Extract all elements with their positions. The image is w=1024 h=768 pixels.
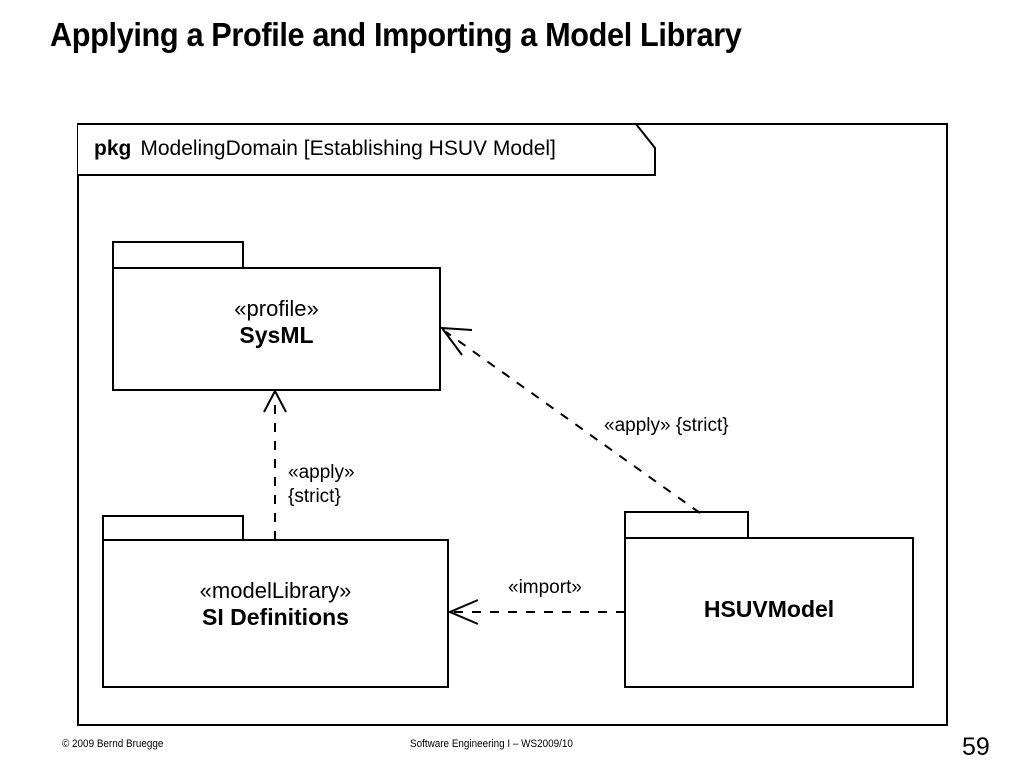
package-sysml-body bbox=[112, 267, 441, 391]
package-hsuv-model[interactable] bbox=[624, 511, 914, 688]
dependency-import-arrowhead bbox=[447, 599, 479, 625]
page-title: Applying a Profile and Importing a Model… bbox=[50, 16, 742, 53]
package-sysml[interactable] bbox=[112, 241, 441, 391]
package-hsuv-model-name: HSUVModel bbox=[703, 596, 835, 622]
dependency-apply-si-label: «apply» {strict} bbox=[288, 461, 355, 509]
package-sysml-stereotype: «profile» bbox=[234, 296, 319, 321]
package-si-definitions-label: «modelLibrary» SI Definitions bbox=[103, 578, 448, 632]
dependency-import-label: «import» bbox=[508, 577, 582, 598]
package-si-definitions-body bbox=[102, 539, 449, 688]
frame-header-label: pkg ModelingDomain [Establishing HSUV Mod… bbox=[94, 137, 556, 161]
slide-number: 59 bbox=[962, 733, 990, 761]
frame-keyword: pkg bbox=[94, 137, 132, 160]
package-sysml-name: SysML bbox=[239, 322, 314, 349]
dependency-apply-hsuv-arrowhead bbox=[439, 326, 473, 356]
dependency-apply-si-to-sysml[interactable] bbox=[263, 388, 287, 540]
dependency-apply-hsuv-label: «apply» {strict} bbox=[604, 415, 729, 436]
package-si-definitions-tab bbox=[102, 515, 244, 542]
package-si-definitions-name: SI Definitions bbox=[202, 604, 349, 631]
package-sysml-tab bbox=[112, 241, 244, 270]
package-hsuv-model-tab bbox=[624, 511, 749, 540]
dependency-apply-si-stereotype: «apply» bbox=[288, 462, 355, 483]
dependency-apply-si-arrowhead bbox=[263, 388, 287, 413]
package-sysml-label: «profile» SysML bbox=[113, 296, 440, 350]
package-hsuv-model-body bbox=[624, 537, 914, 688]
footer-copyright: © 2009 Bernd Bruegge bbox=[62, 738, 164, 750]
package-si-definitions[interactable] bbox=[102, 515, 449, 688]
dependency-apply-si-constraint: {strict} bbox=[288, 485, 341, 507]
dependency-import-hsuv-to-si[interactable] bbox=[447, 599, 625, 625]
dependency-apply-hsuv-to-sysml[interactable] bbox=[439, 326, 701, 514]
package-hsuv-model-label: HSUVModel bbox=[625, 596, 913, 624]
frame-name-label: ModelingDomain [Establishing HSUV Model] bbox=[140, 137, 556, 160]
footer-course: Software Engineering I – WS2009/10 bbox=[410, 738, 573, 750]
dependency-apply-hsuv-line bbox=[445, 331, 701, 514]
frame-header-tab bbox=[78, 123, 656, 176]
package-si-definitions-stereotype: «modelLibrary» bbox=[199, 578, 352, 603]
